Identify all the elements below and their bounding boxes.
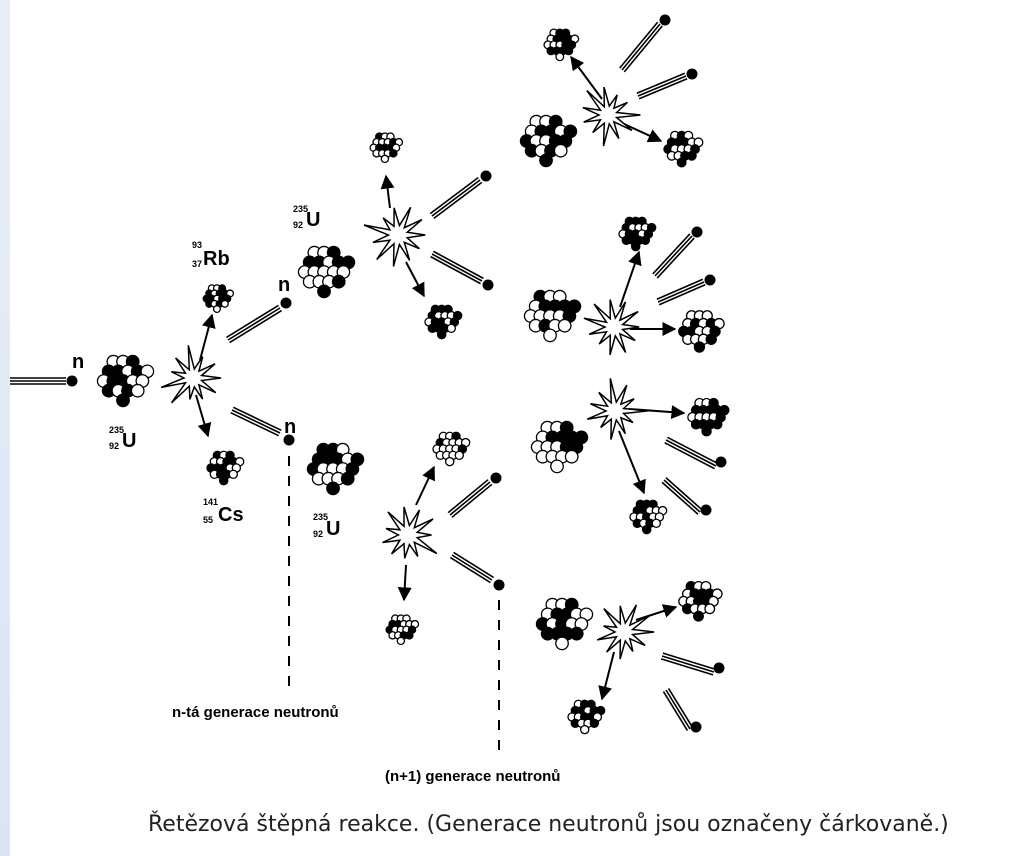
gen3-top-streak-b [636, 72, 688, 100]
incoming-neutron-streak [10, 377, 66, 385]
figure-caption: Řetězová štěpná reakce. (Generace neutro… [148, 812, 949, 837]
gen3-lower-mid-streak-b [661, 477, 703, 515]
rb-z: 37 [192, 259, 202, 269]
gen3-upper-mid-streak-a [652, 233, 695, 279]
arrow-lower-fragment-b [397, 564, 412, 602]
u235-lower-mass: 235 [313, 512, 328, 522]
gen3-lower-mid-fragment-a [687, 397, 730, 437]
gen3-top-fission-burst [582, 86, 641, 147]
streak-lower-out-b [449, 551, 495, 584]
u235-upper-z: 92 [293, 220, 303, 230]
upper-fragment-a [369, 132, 404, 164]
gen3-bottom-streak-a [660, 652, 716, 676]
gen3-top-neutron-b [686, 68, 698, 80]
lower-fragment-b [385, 614, 420, 646]
upper-neutron [280, 297, 292, 309]
u235-upper-mass: 235 [293, 204, 308, 214]
u235-upper-symbol: U [306, 209, 320, 231]
gen3-upper-mid-fragment-b [678, 310, 725, 353]
gen3-bottom-arrow-b [598, 651, 615, 701]
arrow-upper-fragment-b [405, 261, 425, 298]
diagram-stage: n 235 92 U 93 37 Rb 141 55 Cs n n 235 92… [10, 0, 1035, 856]
upper-neutron-out-b [482, 279, 494, 291]
incoming-neutron [66, 375, 78, 387]
gen3-upper-mid-fission-burst [583, 299, 640, 356]
lower-neutron-out-a [490, 472, 502, 484]
streak-upper-out-b [430, 250, 484, 285]
lower-neutron-out-b [493, 579, 505, 591]
nth-generation-label: n-tá generace neutronů [172, 704, 339, 721]
streak-upper-out-a [429, 176, 483, 220]
gen3-upper-mid-arrow-a [619, 250, 642, 308]
gen3-upper-mid-streak-b [656, 278, 706, 306]
neutron-label-upper: n [278, 274, 290, 296]
gen3-top-neutron-a [659, 14, 671, 26]
gen3-top-arrow-a [570, 55, 603, 100]
gen3-top-fragment-b [663, 130, 704, 168]
lower-fission-burst [382, 506, 438, 559]
gen3-top-u235-nucleus [519, 114, 578, 168]
gen3-bottom-fragment-b [567, 699, 606, 735]
nuclei-layer [66, 14, 730, 735]
next-generation-label: (n+1) generace neutronů [385, 768, 560, 785]
gen3-lower-mid-arrow-b [618, 430, 646, 495]
gen3-bottom-fission-burst [596, 604, 655, 660]
upper-neutron-out-a [480, 170, 492, 182]
gen3-bottom-neutron-b [690, 721, 702, 733]
gen3-bottom-neutron-a [713, 662, 725, 674]
gen3-lower-mid-neutron-a [715, 456, 727, 468]
gen3-lower-mid-u235-nucleus [530, 420, 589, 474]
rb-symbol: Rb [203, 248, 230, 270]
arrow-to-cs [195, 394, 212, 438]
gen3-top-arrow-b [621, 122, 663, 143]
gen3-upper-mid-fragment-a [618, 216, 657, 252]
lower-fragment-a [432, 431, 471, 467]
u235-z: 92 [109, 441, 119, 451]
u235-lower-z: 92 [313, 529, 323, 539]
connector-layer [10, 21, 718, 752]
gen3-bottom-fragment-a [678, 580, 723, 622]
gen3-bottom-streak-b [662, 688, 694, 731]
gen3-lower-mid-fragment-b [629, 499, 668, 535]
rb-nucleus [202, 284, 235, 314]
cs-z: 55 [203, 515, 213, 525]
initial-u235-nucleus [96, 354, 155, 408]
cs-symbol: Cs [218, 504, 244, 526]
cs-nucleus [206, 450, 245, 486]
gen3-lower-mid-neutron-b [700, 504, 712, 516]
lower-neutron [283, 434, 295, 446]
upper-fission-burst [363, 206, 426, 267]
rb-mass: 93 [192, 240, 202, 250]
gen3-bottom-arrow-a [635, 604, 678, 621]
upper-u235-nucleus [297, 245, 356, 299]
gen3-top-fragment-a [543, 28, 580, 62]
u235-mass: 235 [109, 425, 124, 435]
upper-fragment-b [424, 304, 463, 340]
cs-mass: 141 [203, 497, 218, 507]
gen3-lower-mid-fission-burst [586, 378, 648, 440]
gen3-upper-mid-u235-nucleus [523, 289, 582, 343]
neutron-label-initial: n [72, 351, 84, 373]
arrow-to-rb [199, 313, 216, 361]
arrow-upper-fragment-a [380, 174, 395, 209]
u235-symbol: U [122, 430, 136, 452]
arrow-lower-fragment-a [415, 465, 435, 506]
gen3-lower-mid-streak-a [664, 436, 718, 470]
streak-lower-out-a [447, 479, 493, 518]
streak-lower-neutron [230, 406, 282, 437]
neutron-label-lower: n [284, 416, 296, 438]
u235-lower-symbol: U [326, 518, 340, 540]
chain-reaction-diagram: n 235 92 U 93 37 Rb 141 55 Cs n n 235 92… [10, 14, 730, 785]
gen3-top-streak-a [619, 21, 663, 73]
text-layer: n 235 92 U 93 37 Rb 141 55 Cs n n 235 92… [72, 204, 560, 785]
gen3-upper-mid-neutron-a [691, 226, 703, 238]
first-fission-burst [160, 345, 222, 404]
gen3-upper-mid-neutron-b [704, 274, 716, 286]
streak-upper-neutron [226, 304, 282, 344]
gen3-bottom-u235-nucleus [535, 597, 594, 651]
lower-u235-nucleus [306, 442, 365, 496]
